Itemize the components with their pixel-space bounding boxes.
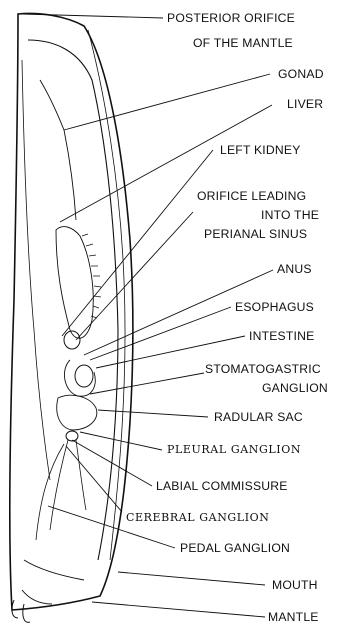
leader-mouth [118, 572, 265, 585]
label-labial-commissure: LABIAL COMMISSURE [156, 479, 288, 493]
label-posterior-orifice-line2: OF THE MANTLE [193, 36, 293, 50]
label-liver: LIVER [287, 97, 323, 111]
leader-lines [22, 14, 273, 617]
leader-stomatogastric [90, 373, 204, 394]
foot-tips [12, 600, 30, 622]
specimen-drawing [10, 14, 133, 623]
label-perianal-line1: ORIFICE LEADING [197, 189, 306, 203]
label-posterior-orifice-line1: POSTERIOR ORIFICE [167, 11, 295, 25]
label-cerebral-ganglion: CEREBRAL GANGLION [126, 511, 270, 524]
label-stomatogastric-line2: GANGLION [262, 381, 328, 395]
label-mantle: MANTLE [268, 610, 319, 624]
intestine-coil [64, 360, 95, 396]
leader-radular-sac [98, 410, 208, 417]
nerve-cords [36, 440, 86, 540]
leader-labial-commissure [72, 440, 152, 486]
label-mouth: MOUTH [272, 578, 318, 592]
label-pleural-ganglion: PLEURAL GANGLION [167, 443, 301, 456]
label-anus: ANUS [277, 262, 312, 276]
mouth-region [22, 560, 84, 604]
label-left-kidney: LEFT KIDNEY [220, 143, 301, 157]
leader-cerebral-ganglion [66, 446, 122, 512]
label-intestine: INTESTINE [249, 329, 314, 343]
leader-gonad [64, 74, 270, 130]
leader-left-kidney [62, 150, 213, 336]
liver-body [56, 227, 93, 339]
ventral-line [22, 60, 50, 480]
label-pedal-ganglion: PEDAL GANGLION [180, 541, 290, 555]
radular-sac-body [57, 395, 97, 430]
intestine-loop [75, 365, 93, 387]
leader-posterior-orifice [22, 14, 163, 18]
inner-margin [28, 40, 118, 560]
label-perianal-line2: INTO THE [261, 208, 319, 222]
label-esophagus: ESOPHAGUS [235, 300, 314, 314]
label-perianal-line3: PERIANAL SINUS [204, 227, 307, 241]
label-stomatogastric-line1: STOMATOGASTRIC [205, 362, 321, 376]
label-gonad: GONAD [278, 67, 324, 81]
leader-mantle [92, 602, 265, 617]
ganglia-cluster [66, 431, 78, 441]
leader-esophagus [90, 307, 231, 360]
gonad-body [40, 80, 76, 220]
labels: POSTERIOR ORIFICE OF THE MANTLE GONAD LI… [126, 11, 328, 624]
label-radular-sac: RADULAR SAC [214, 410, 303, 424]
